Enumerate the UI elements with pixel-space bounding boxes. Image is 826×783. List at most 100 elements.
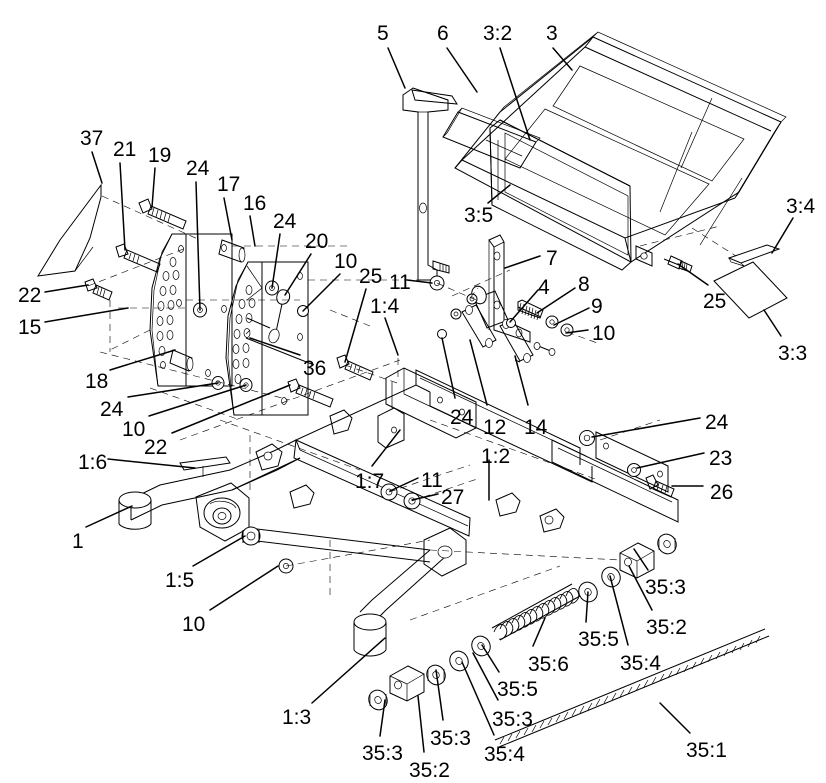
leader-line-10 (565, 329, 589, 334)
leader-line-35-5 (585, 591, 589, 623)
leader-line-36 (249, 337, 301, 356)
callout-label-5: 5 (377, 22, 389, 45)
leader-line-24 (591, 417, 701, 438)
callout-label-11: 11 (421, 469, 443, 492)
part-22-bolt-upper (84, 278, 113, 301)
callout-label-15: 15 (18, 316, 42, 339)
callout-label-35-4: 35:4 (484, 743, 525, 766)
callout-label-26: 26 (710, 481, 734, 504)
leader-line-3 (552, 47, 573, 71)
leader-line-1-7 (371, 429, 401, 467)
callout-label-4: 4 (538, 276, 550, 299)
leader-line-8 (536, 287, 576, 314)
leader-line-22 (44, 284, 89, 293)
callout-label-1-7: 1:7 (355, 470, 385, 493)
leader-line-9 (553, 307, 590, 326)
callout-label-35-5: 35:5 (497, 678, 538, 701)
callout-label-17: 17 (217, 173, 241, 196)
part-24-nuts-left (193, 280, 309, 392)
leader-line-21 (119, 162, 126, 251)
leader-line-35-3 (379, 699, 386, 737)
leader-line-1-5 (192, 535, 246, 567)
callout-label-16: 16 (243, 192, 267, 215)
callout-label-24: 24 (100, 398, 124, 421)
leader-line-15 (44, 307, 129, 323)
leader-line-35-3 (472, 652, 499, 701)
leader-line-35-3 (435, 669, 444, 721)
part-6-pad (411, 89, 458, 105)
callout-label-18: 18 (85, 370, 109, 393)
part-36-bar (245, 329, 315, 366)
leader-line-35-4 (461, 661, 495, 736)
leader-line-7 (504, 255, 541, 269)
callout-label-3-2: 3:2 (483, 22, 513, 45)
callout-label-3-5: 3:5 (464, 204, 494, 227)
callout-label-9: 9 (591, 295, 603, 318)
callout-label-8: 8 (578, 273, 590, 296)
phantom-construction-lines (87, 195, 737, 621)
leader-line-10 (209, 565, 279, 611)
leader-line-25 (677, 263, 709, 286)
part-20-clip (246, 289, 291, 344)
leader-line-20 (284, 253, 312, 296)
callout-label-11: 11 (389, 271, 411, 294)
callout-label-35-3: 35:3 (492, 708, 533, 731)
callout-label-21: 21 (113, 138, 137, 161)
callout-label-25: 25 (703, 290, 727, 313)
callout-label-10: 10 (122, 418, 146, 441)
callout-label-35-2: 35:2 (409, 759, 450, 782)
part-5-upright-bracket (402, 87, 450, 281)
callout-label-27: 27 (441, 486, 465, 509)
callout-label-24: 24 (450, 406, 474, 429)
callout-label-1-2: 1:2 (481, 445, 511, 468)
callout-label-22: 22 (18, 284, 42, 307)
leader-line-24 (195, 181, 201, 311)
callout-label-35-3: 35:3 (430, 727, 471, 750)
part-14-pins (514, 342, 556, 363)
callout-label-35-6: 35:6 (528, 653, 569, 676)
leader-line-10 (148, 384, 247, 417)
leader-line-35-1 (659, 702, 691, 734)
part-21-bolt (115, 243, 161, 273)
callout-label-24: 24 (705, 411, 729, 434)
callout-label-7: 7 (546, 247, 558, 270)
leader-line-4 (509, 289, 539, 323)
leader-line-35-5 (481, 644, 500, 673)
leader-line-24 (441, 337, 456, 399)
leader-line-6 (446, 47, 478, 93)
callout-label-12: 12 (483, 416, 507, 439)
leader-line-1-4 (384, 317, 399, 356)
callout-label-37: 37 (80, 127, 104, 150)
leader-line-37 (91, 151, 103, 184)
callout-label-10: 10 (334, 250, 358, 273)
callout-label-1-4: 1:4 (370, 295, 400, 318)
leader-line-23 (636, 452, 705, 469)
leader-line-27 (411, 493, 439, 501)
part-3-4-pad (727, 244, 781, 267)
callout-label-35-4: 35:4 (620, 652, 661, 675)
leader-line-25 (344, 288, 367, 363)
leader-line-3-4 (771, 217, 794, 254)
callout-label-1: 1 (72, 530, 84, 553)
callout-label-1-6: 1:6 (78, 451, 108, 474)
part-35-spring-assembly (368, 533, 770, 748)
callout-label-10: 10 (182, 613, 206, 636)
leader-line-35-4 (609, 575, 629, 646)
callout-label-24: 24 (273, 210, 297, 233)
part-3-3-plate (713, 261, 788, 319)
part-1-main-frame (118, 367, 679, 657)
callout-label-6: 6 (437, 22, 449, 45)
leader-line-11 (389, 477, 419, 492)
callout-label-3-3: 3:3 (778, 342, 808, 365)
callout-leader-lines (44, 47, 794, 753)
callout-label-1-5: 1:5 (165, 569, 195, 592)
leader-line-1 (85, 505, 133, 528)
part-24-nuts-center (437, 293, 478, 339)
leader-line-12 (469, 339, 488, 406)
leader-line-22 (171, 384, 291, 434)
callout-label-3-4: 3:4 (786, 195, 816, 218)
callout-label-14: 14 (524, 416, 548, 439)
leader-line-10 (302, 273, 341, 312)
